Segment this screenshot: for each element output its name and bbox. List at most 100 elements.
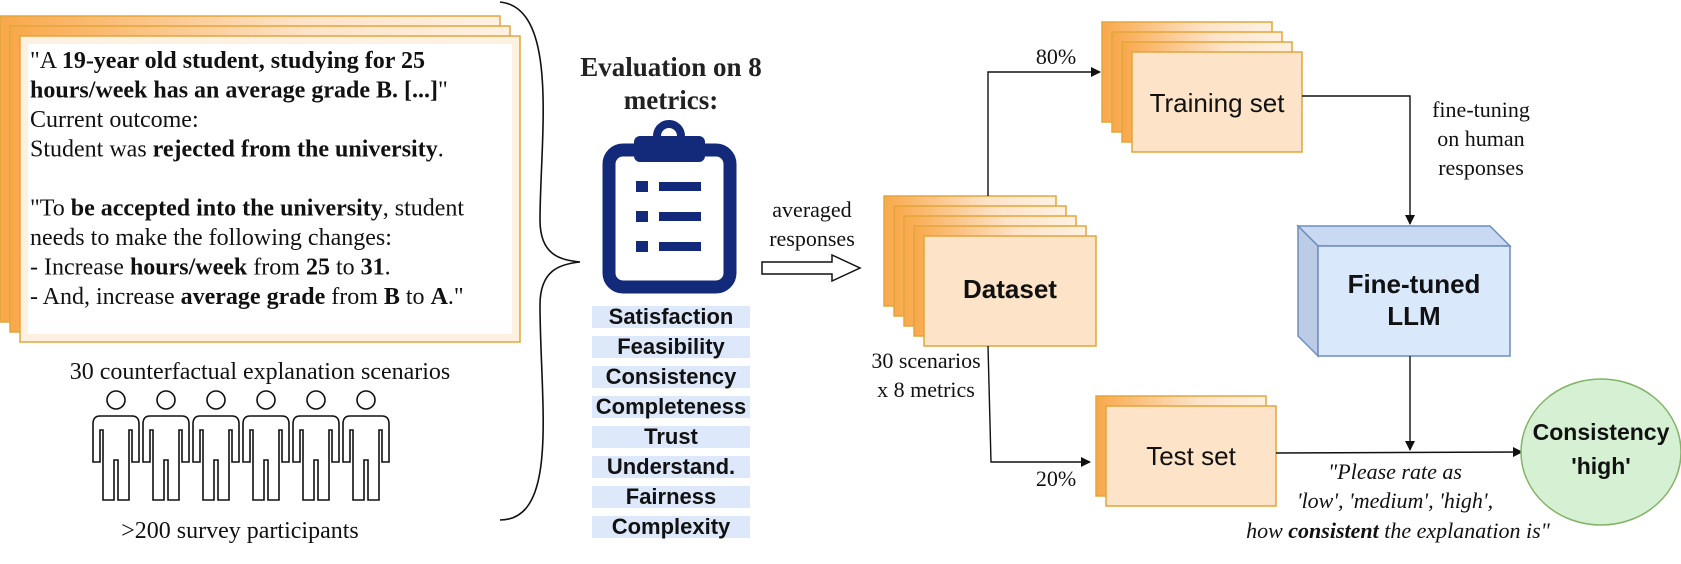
prompt-line3: how consistent the explanation is" — [1246, 518, 1551, 543]
averaged-label-line2: responses — [769, 226, 855, 251]
test-to-result-arrow — [1275, 447, 1523, 458]
metric-bg — [592, 336, 750, 358]
metric-satisfaction: Satisfaction — [609, 304, 734, 329]
scenario-run: A — [431, 284, 449, 310]
test-set-stack — [1095, 395, 1277, 507]
scenario-text-area — [28, 44, 512, 334]
metric-bg — [592, 306, 750, 328]
scenario-run: B — [384, 284, 400, 310]
scenario-line: Current outcome: — [30, 107, 199, 133]
prompt-line2: 'low', 'medium', 'high', — [1297, 488, 1493, 513]
training-set-label: Training set — [1150, 88, 1286, 118]
scenario-card-stack — [0, 15, 521, 343]
participants-icon-group — [92, 390, 390, 501]
metric-feasibility: Feasibility — [617, 334, 725, 359]
person-icon — [292, 390, 340, 501]
person-icon — [242, 390, 290, 501]
scenario-line: Student was rejected from the university… — [30, 137, 444, 163]
training-set-stack — [1101, 21, 1303, 153]
scenario-line: hours/week has an average grade B. [...]… — [30, 78, 448, 104]
metrics-list: SatisfactionFeasibilityConsistencyComple… — [592, 304, 750, 539]
finetune-label-line1: fine-tuning — [1432, 97, 1530, 122]
finetune-label-line3: responses — [1438, 155, 1524, 180]
scenario-run: - And, increase — [30, 284, 181, 310]
dataset-sub-line1: 30 scenarios — [871, 348, 980, 373]
scenario-run: . — [438, 137, 444, 163]
scenario-run: hours/week — [130, 255, 248, 281]
scenario-run: Student was — [30, 137, 153, 163]
brace-connector — [499, 1, 581, 521]
scenario-run: . — [385, 255, 391, 281]
scenario-text: "A 19-year old student, studying for 25h… — [30, 48, 464, 310]
scenario-run: from — [325, 284, 384, 310]
prompt-line3-pre: how — [1246, 518, 1288, 543]
scenario-run: 25 — [306, 255, 330, 281]
scenario-run: 19-year old student, studying for 25 — [62, 48, 425, 74]
metric-completeness: Completeness — [596, 394, 746, 419]
evaluation-title-line2: metrics: — [624, 85, 718, 115]
scenario-line: "A 19-year old student, studying for 25 — [30, 48, 425, 74]
prompt-line1: "Please rate as — [1328, 459, 1462, 484]
evaluation-title-line1: Evaluation on 8 — [580, 52, 762, 82]
prompt-line3-bold: consistent — [1288, 518, 1379, 543]
test-set-box — [1105, 405, 1277, 507]
train-percent: 80% — [1036, 44, 1076, 69]
split-arrow-test — [987, 345, 1091, 467]
metric-complexity: Complexity — [612, 514, 731, 539]
dataset-stack — [883, 195, 1097, 347]
clipboard-list-icon — [602, 120, 737, 294]
scenario-run: be accepted into the university — [71, 196, 383, 222]
test-percent: 20% — [1036, 466, 1076, 491]
metric-understand: Understand. — [607, 454, 735, 479]
scenario-run: "To — [30, 196, 71, 222]
scenario-run: - Increase — [30, 255, 130, 281]
dataset-label: Dataset — [963, 274, 1057, 304]
scenario-run: to — [400, 284, 431, 310]
metric-bg — [592, 426, 750, 448]
scenario-line: - And, increase average grade from B to … — [30, 284, 464, 310]
participants-caption: >200 survey participants — [121, 518, 358, 544]
result-ellipse — [1520, 378, 1681, 526]
person-icon — [92, 390, 140, 501]
split-arrow-train — [987, 67, 1101, 196]
scenario-line: needs to make the following changes: — [30, 225, 392, 251]
metric-trust: Trust — [644, 424, 698, 449]
metric-fairness: Fairness — [626, 484, 717, 509]
llm-box — [1317, 245, 1511, 357]
training-set-box — [1131, 51, 1303, 153]
metric-bg — [592, 516, 750, 538]
metric-bg — [592, 366, 750, 388]
finetune-label-line2: on human — [1437, 126, 1524, 151]
scenario-run: to — [330, 255, 361, 281]
metric-bg — [592, 486, 750, 508]
scenario-line: "To be accepted into the university, stu… — [30, 196, 464, 222]
llm-label-line1: Fine-tuned — [1348, 269, 1481, 299]
person-icon — [192, 390, 240, 501]
scenario-run: 31 — [361, 255, 385, 281]
scenario-run: average grade — [181, 284, 326, 310]
metric-bg — [592, 456, 750, 478]
scenario-run: hours/week has an average grade B. [...] — [30, 78, 438, 104]
finetune-arrow — [1302, 95, 1415, 225]
scenario-run: , student — [383, 196, 465, 222]
scenario-run: ." — [448, 284, 464, 310]
person-icon — [142, 390, 190, 501]
prompt-line3-post: the explanation is" — [1379, 518, 1551, 543]
scenario-run: needs to make the following changes: — [30, 225, 392, 251]
dataset-box — [923, 235, 1097, 347]
scenario-run: "A — [30, 48, 62, 74]
averaged-label-line1: averaged — [772, 197, 851, 222]
scenario-run: Current outcome: — [30, 107, 199, 133]
scenario-run: " — [438, 78, 448, 104]
test-set-label: Test set — [1146, 441, 1236, 471]
result-line2: 'high' — [1571, 453, 1630, 479]
llm-label-line2: LLM — [1387, 301, 1440, 331]
metric-bg — [592, 396, 750, 418]
scenario-run: from — [247, 255, 306, 281]
dataset-sub-line2: x 8 metrics — [877, 377, 975, 402]
averaged-arrow — [761, 253, 862, 283]
scenario-run: rejected from the university — [153, 137, 438, 163]
llm-cube — [1296, 224, 1512, 358]
scenario-caption: 30 counterfactual explanation scenarios — [70, 359, 451, 385]
